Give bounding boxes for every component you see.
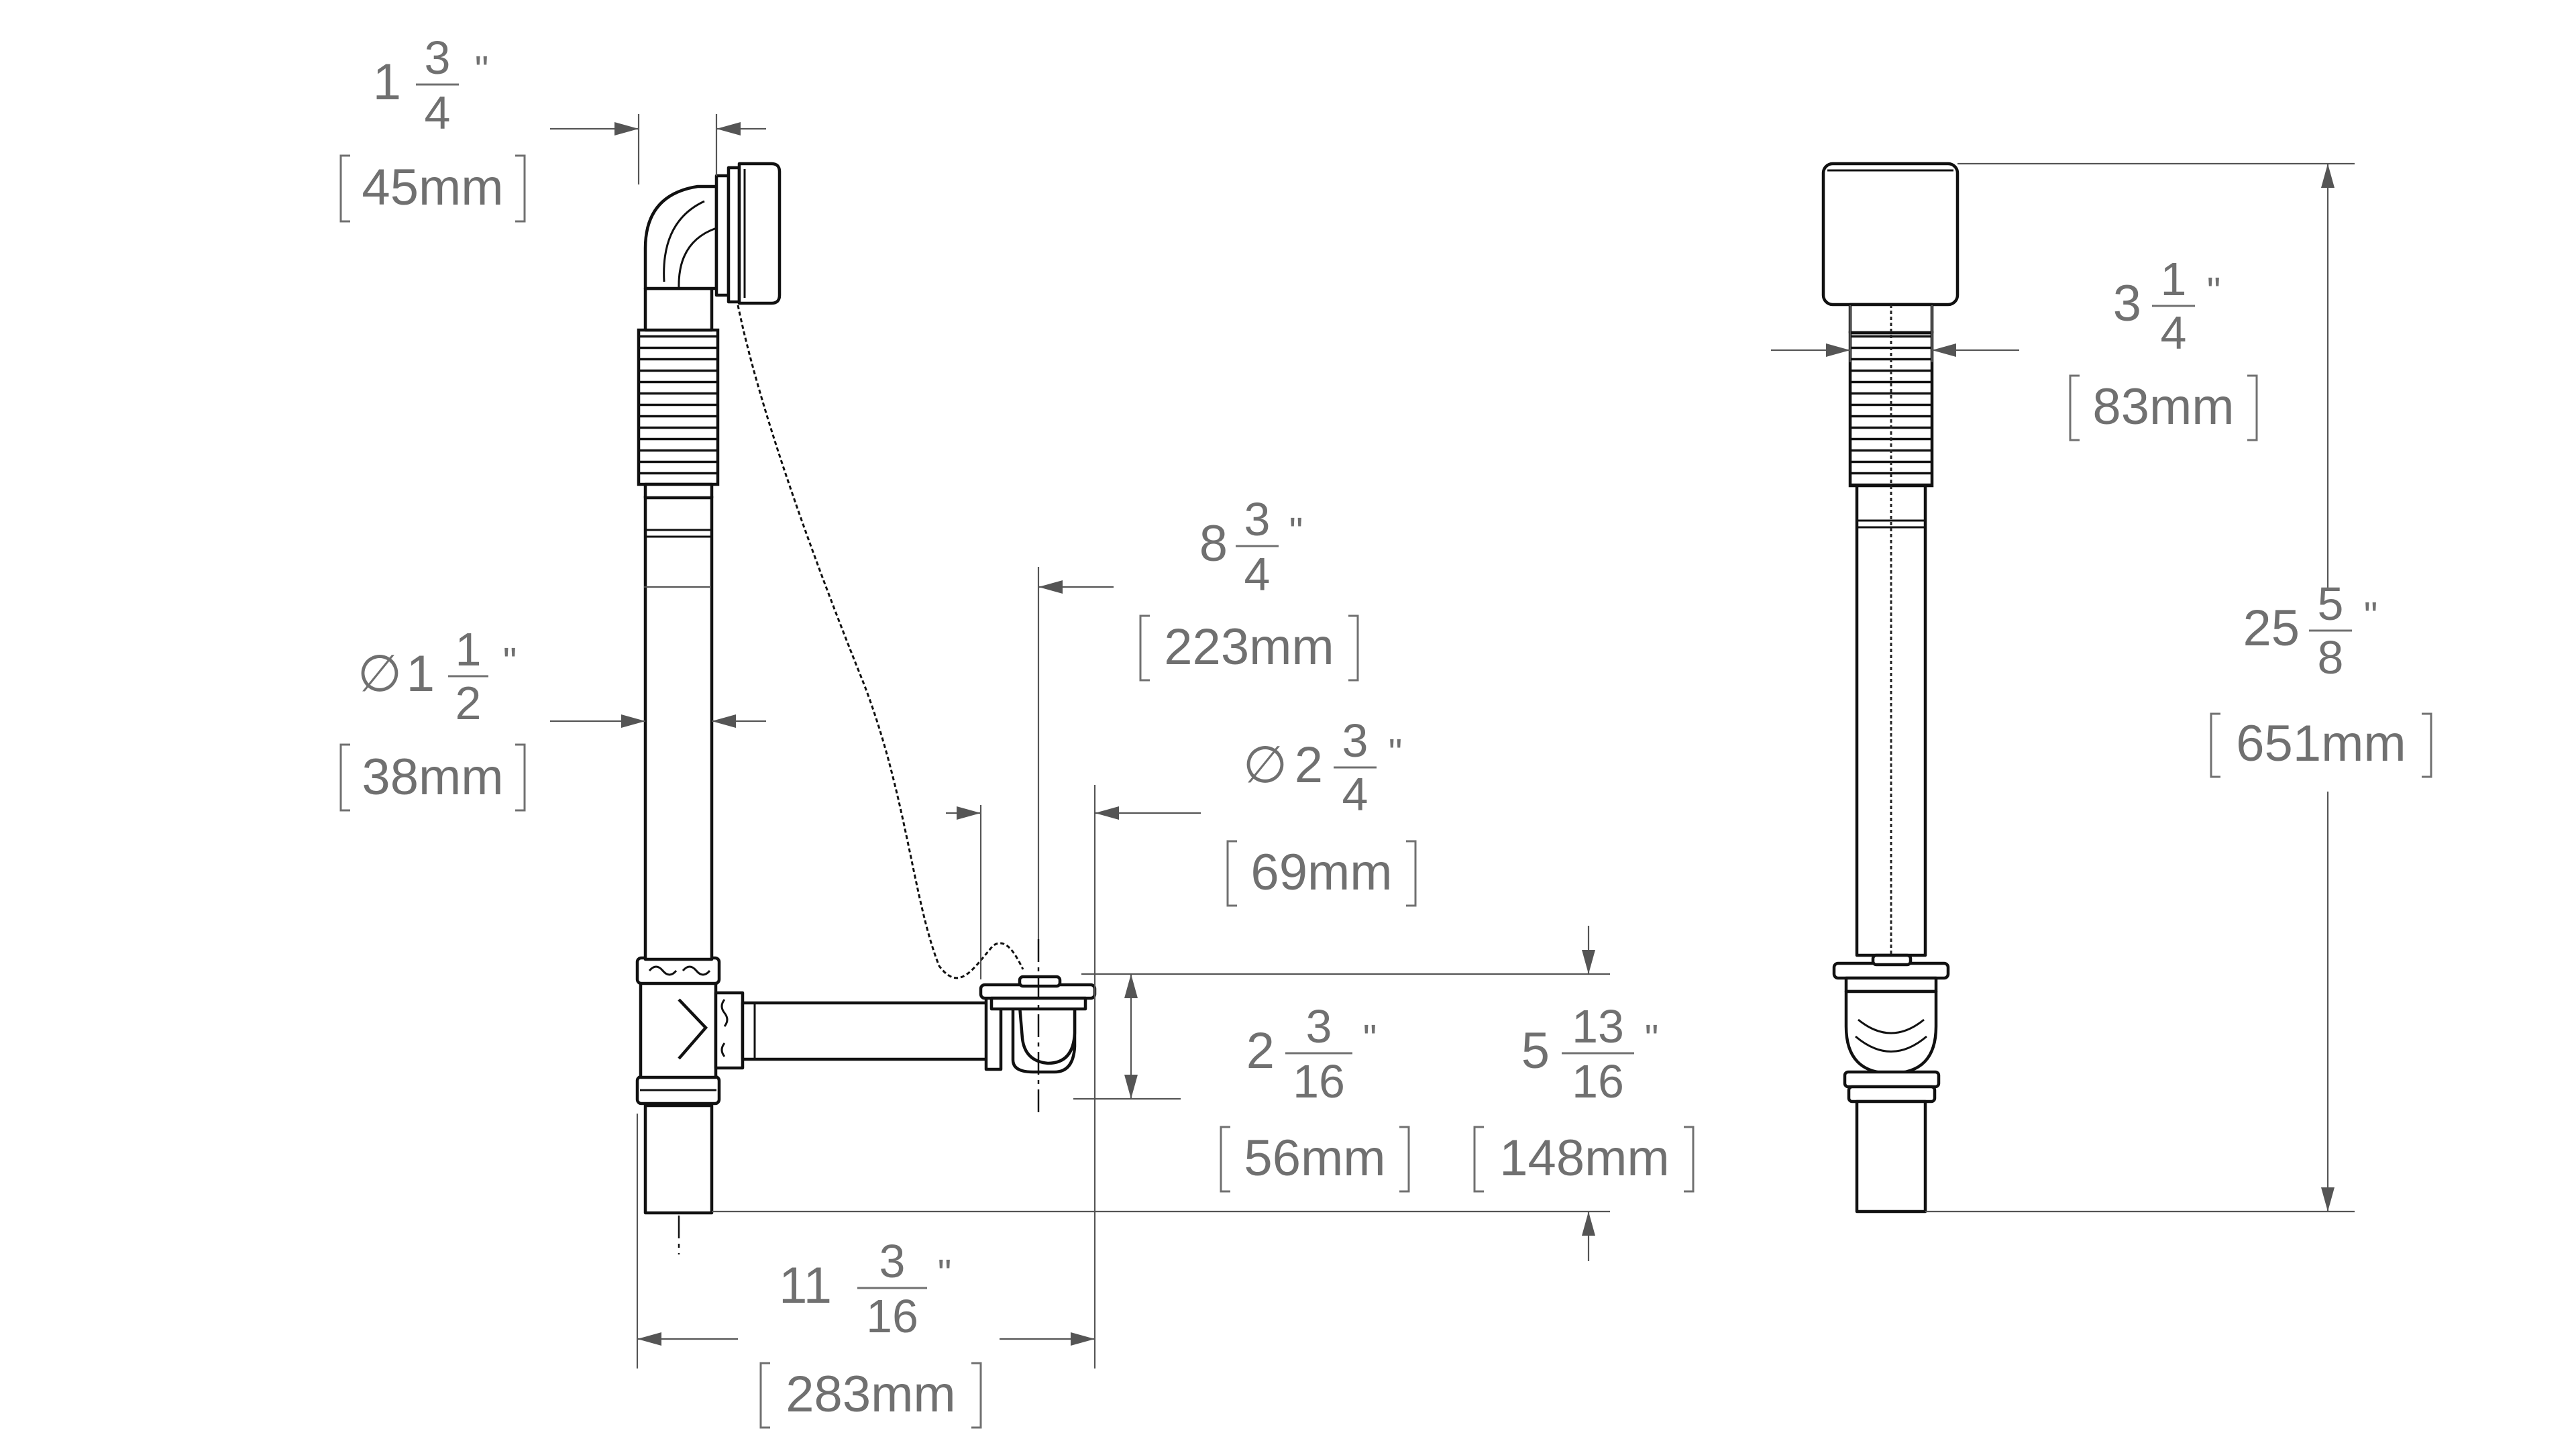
front-overflow-plate — [1821, 162, 1960, 307]
dim-label-drain-offset: 8 3 4 " 223mm — [1139, 493, 1359, 682]
vertical-pipe — [643, 494, 714, 961]
dim-metric: 223mm — [1164, 619, 1334, 676]
dim-numerator: 3 — [1244, 493, 1271, 545]
diameter-symbol: ∅ — [358, 643, 402, 703]
dim-numerator: 3 — [425, 32, 451, 84]
dim-denominator: 16 — [866, 1290, 918, 1342]
side-view — [635, 162, 1097, 1254]
dim-denominator: 2 — [455, 677, 482, 729]
inch-mark: " — [938, 1252, 952, 1295]
dim-numerator: 3 — [1306, 1000, 1332, 1053]
dim-numerator: 3 — [1342, 714, 1368, 767]
dim-label-plate-width: 3 1 4 " 83mm — [2069, 253, 2258, 441]
dim-numerator: 3 — [879, 1235, 906, 1287]
dim-denominator: 16 — [1293, 1055, 1345, 1108]
diameter-symbol: ∅ — [1243, 735, 1287, 794]
dim-denominator: 16 — [1572, 1055, 1624, 1108]
dim-metric: 56mm — [1244, 1130, 1385, 1187]
dim-denominator: 4 — [1342, 768, 1368, 820]
inch-mark: " — [1645, 1017, 1659, 1061]
front-view — [1821, 162, 1960, 1214]
dim-denominator: 4 — [1244, 548, 1271, 600]
dim-whole: 1 — [407, 645, 435, 702]
elbow-collar — [714, 174, 731, 297]
dim-label-overflow-depth: 1 3 4 " 45mm — [339, 32, 526, 223]
dim-whole: 3 — [2113, 275, 2141, 332]
dim-numerator: 1 — [2161, 253, 2187, 305]
dim-denominator: 4 — [2161, 307, 2187, 359]
dim-label-drain-diameter: ∅ 2 3 4 " 69mm — [1226, 714, 1417, 907]
dimension-lines — [550, 114, 2355, 1368]
inch-mark: " — [1363, 1017, 1377, 1061]
dim-label-drain-height: 2 3 16 " 56mm — [1220, 1000, 1410, 1193]
dim-whole: 8 — [1199, 515, 1228, 572]
dim-denominator: 8 — [2318, 631, 2344, 684]
dim-metric: 45mm — [362, 159, 503, 216]
stopper-cap — [1018, 975, 1062, 988]
arm-nut — [714, 991, 745, 1070]
tee-junction-mark — [678, 998, 708, 1060]
dim-label-overall-height: 25 5 8 " 651mm — [2210, 578, 2432, 778]
dim-whole: 5 — [1521, 1022, 1550, 1079]
dim-label-pipe-diameter: ∅ 1 1 2 " 38mm — [339, 623, 526, 812]
dim-metric: 651mm — [2236, 715, 2406, 772]
dim-whole: 1 — [373, 54, 401, 111]
front-tail-pipe — [1855, 1099, 1927, 1214]
tail-pipe — [643, 1104, 714, 1215]
dim-metric: 148mm — [1499, 1130, 1669, 1187]
dim-metric: 69mm — [1250, 844, 1392, 901]
overflow-elbow — [643, 184, 718, 290]
inch-mark: " — [1289, 510, 1303, 553]
inch-mark: " — [2364, 594, 2378, 638]
inch-mark: " — [475, 48, 489, 92]
inch-mark: " — [1389, 731, 1403, 775]
dim-whole: 11 — [779, 1257, 832, 1314]
front-vertical-pipe — [1855, 484, 1927, 957]
dim-metric: 283mm — [786, 1366, 955, 1423]
dim-whole: 2 — [1295, 737, 1323, 794]
stopper-chain — [737, 305, 1024, 979]
elbow-neck — [643, 286, 714, 332]
dim-numerator: 5 — [2318, 578, 2344, 630]
flex-section — [637, 328, 720, 486]
overflow-faceplate — [737, 162, 782, 305]
dim-label-overall-length: 11 3 16 " 283mm — [759, 1235, 982, 1429]
dim-denominator: 4 — [425, 87, 451, 139]
inch-mark: " — [503, 640, 517, 684]
dim-whole: 25 — [2243, 600, 2300, 657]
dim-whole: 2 — [1246, 1022, 1275, 1079]
dim-numerator: 13 — [1572, 1000, 1624, 1053]
front-band — [1843, 1070, 1941, 1089]
dim-metric: 83mm — [2092, 378, 2234, 435]
inch-mark: " — [2207, 270, 2221, 313]
drain-arm — [741, 1001, 1000, 1061]
dim-label-tee-height: 5 13 16 " 148mm — [1473, 1000, 1695, 1193]
dim-numerator: 1 — [455, 623, 482, 676]
dim-metric: 38mm — [362, 749, 503, 806]
